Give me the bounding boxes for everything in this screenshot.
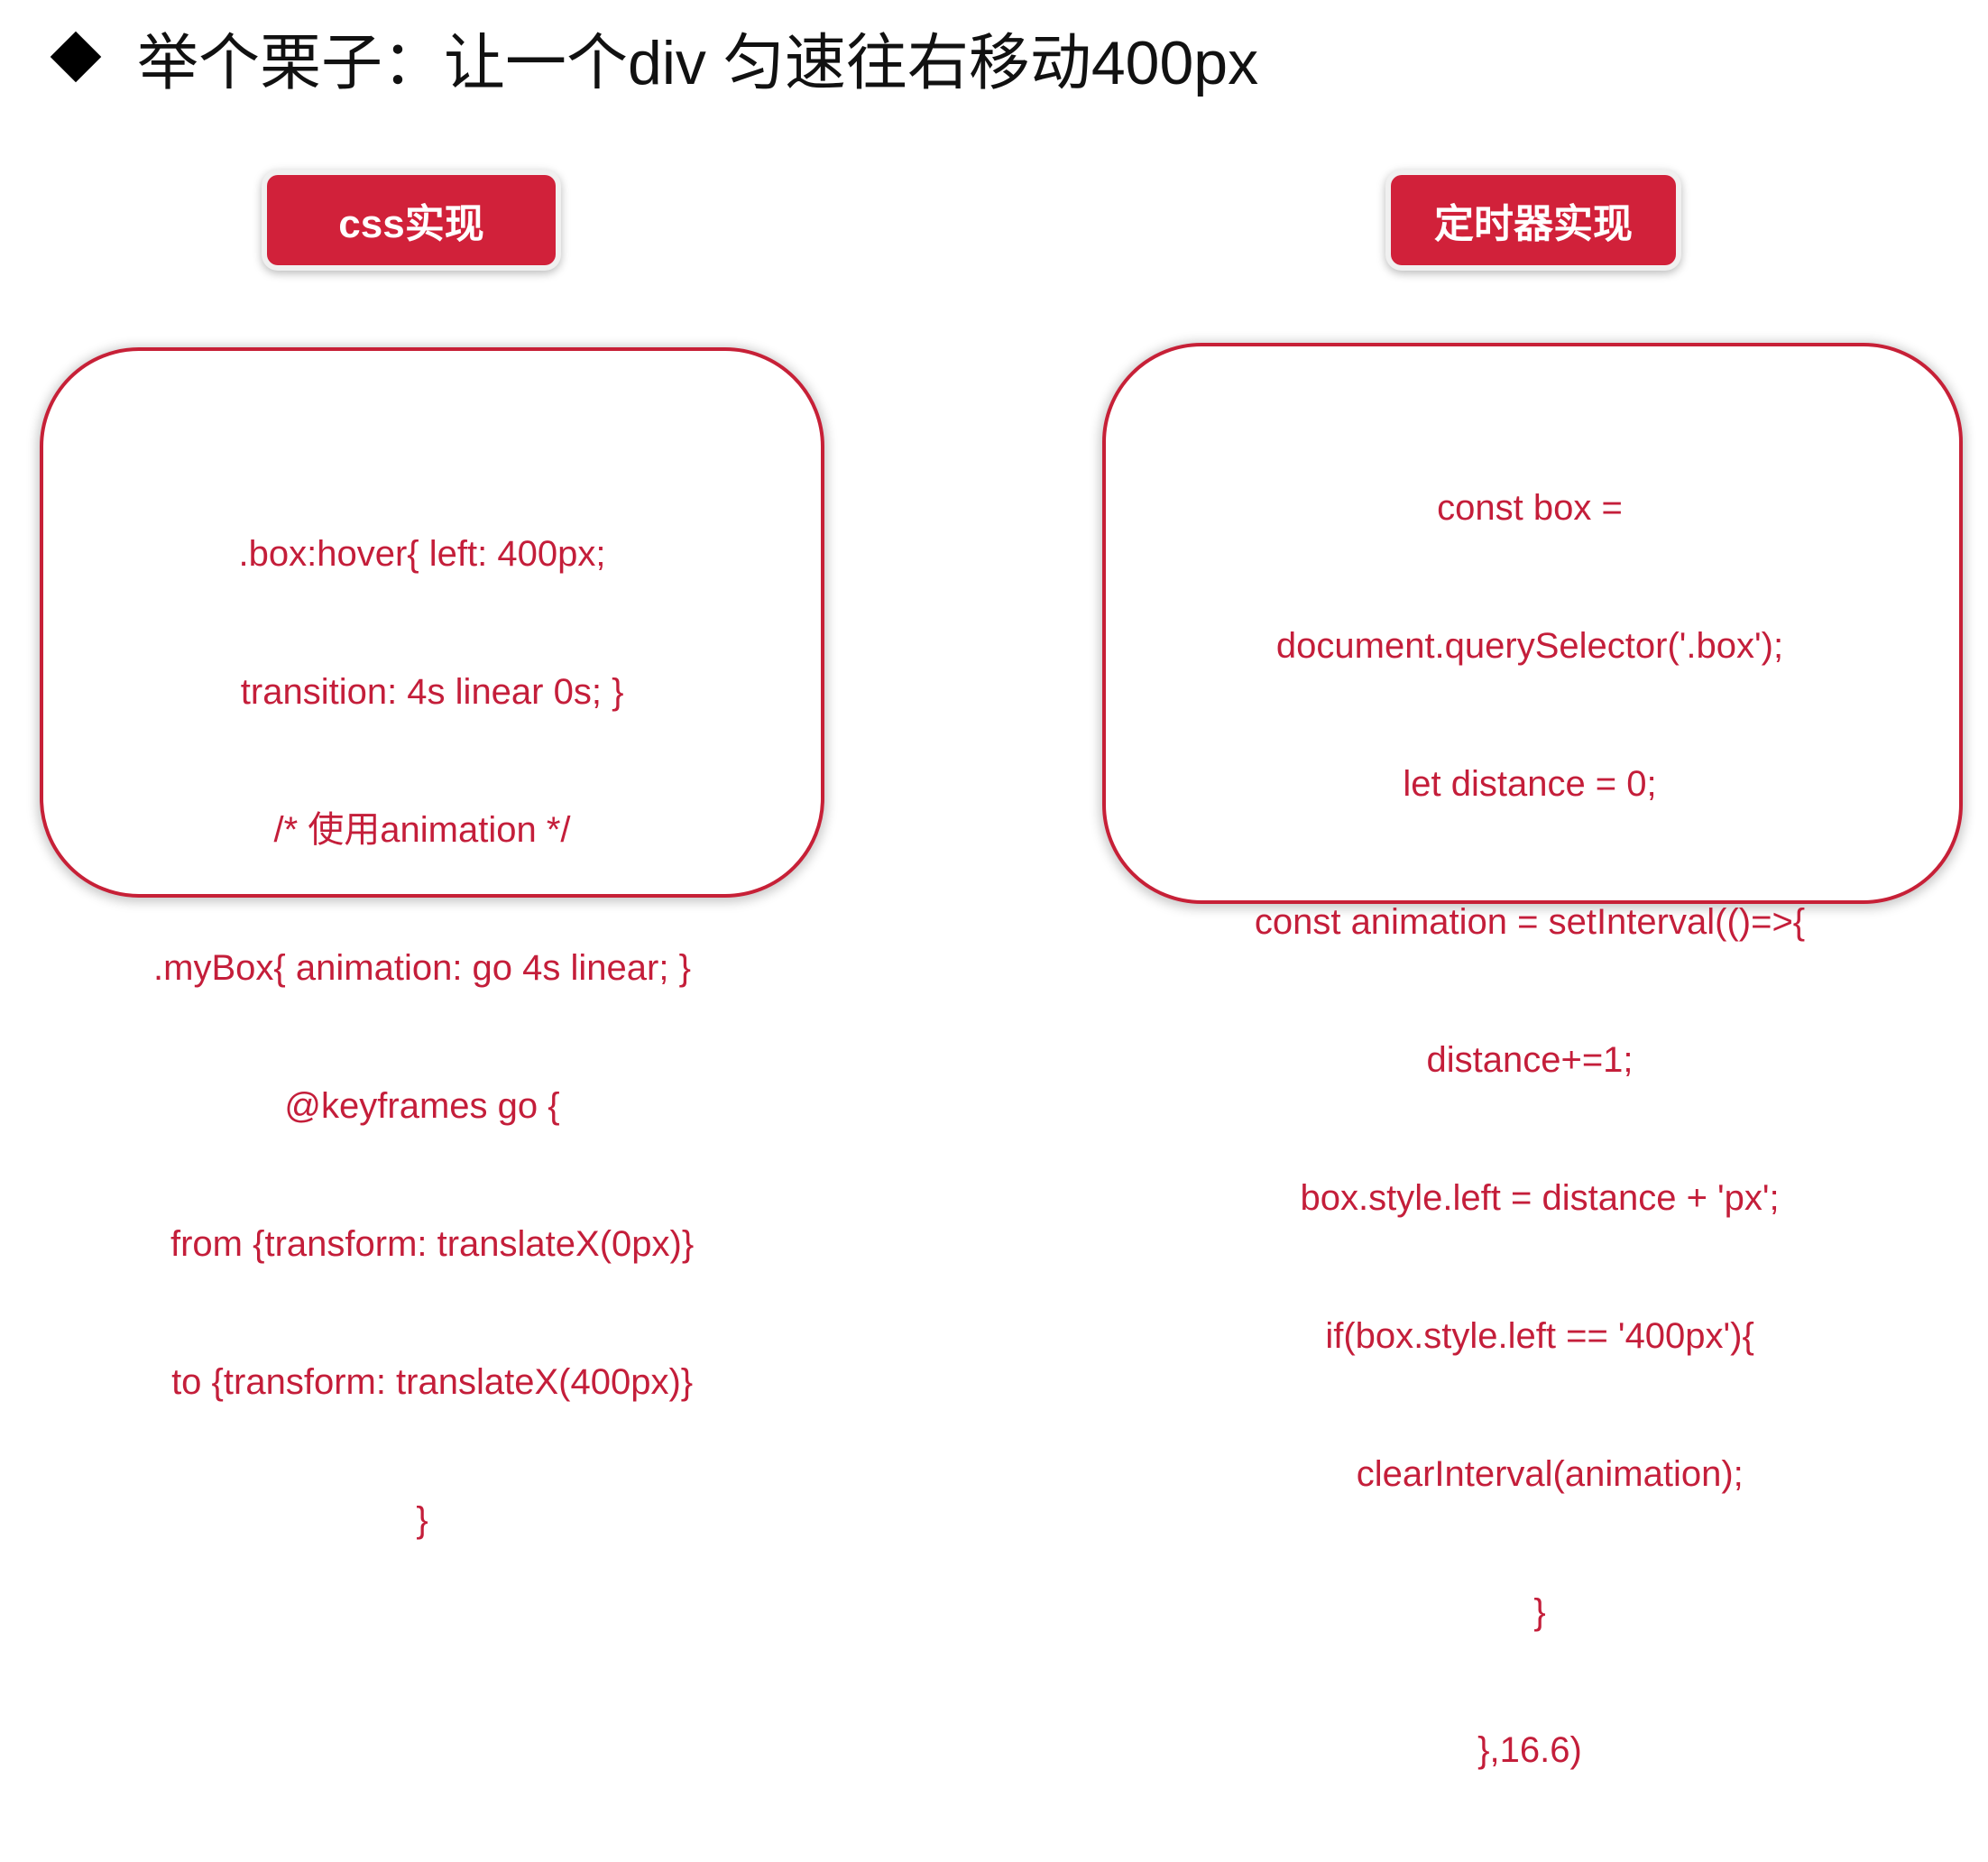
code-line: } <box>1514 1592 1546 1632</box>
code-line: clearInterval(animation); <box>1316 1454 1744 1494</box>
code-line: distance+=1; <box>1426 1040 1634 1080</box>
timer-code-block: const box = document.querySelector('.box… <box>1106 393 1954 1862</box>
timer-implementation-tag: 定时器实现 <box>1391 175 1676 265</box>
css-implementation-tag: css实现 <box>267 175 556 265</box>
code-line: to {transform: translateX(400px)} <box>151 1362 694 1402</box>
css-code-panel: .box:hover{ left: 400px; transition: 4s … <box>40 347 824 1540</box>
code-line: box.style.left = distance + 'px'; <box>1280 1178 1780 1218</box>
code-line: const animation = setInterval(()=>{ <box>1254 902 1806 942</box>
code-line: document.querySelector('.box'); <box>1275 626 1784 666</box>
code-line: if(box.style.left == '400px'){ <box>1305 1316 1754 1356</box>
code-line: transition: 4s linear 0s; } <box>220 672 624 712</box>
code-line: @keyframes go { <box>284 1086 560 1126</box>
timer-code-panel: const box = document.querySelector('.box… <box>1102 343 1963 1770</box>
code-line: const box = <box>1437 488 1623 528</box>
slide-title: 举个栗子：让一个div 匀速往右移动400px <box>47 16 1258 97</box>
code-line: } <box>416 1500 428 1540</box>
code-line: /* 使用animation */ <box>273 810 571 850</box>
slide-title-text: 举个栗子：让一个div 匀速往右移动400px <box>137 28 1259 97</box>
css-code-block: .box:hover{ left: 400px; transition: 4s … <box>32 439 812 1636</box>
code-line: .box:hover{ left: 400px; <box>238 534 606 574</box>
code-line: .myBox{ animation: go 4s linear; } <box>153 948 691 988</box>
diamond-bullet-icon <box>50 31 102 83</box>
code-line: let distance = 0; <box>1403 764 1657 804</box>
code-line: from {transform: translateX(0px)} <box>150 1224 695 1264</box>
code-line: },16.6) <box>1477 1730 1582 1770</box>
